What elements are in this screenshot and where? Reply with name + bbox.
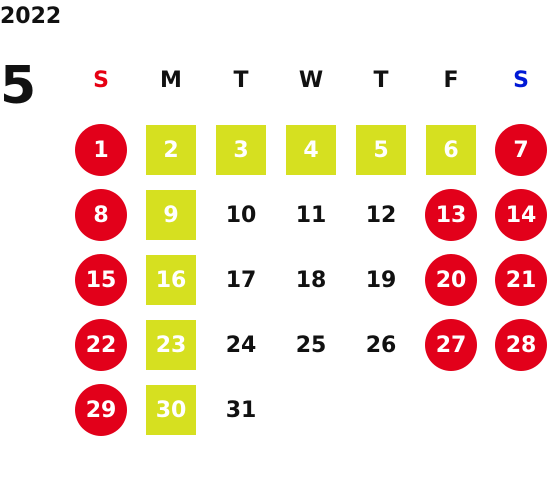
day-cell: 14 (495, 189, 547, 241)
day-cell: 28 (495, 319, 547, 371)
day-cell: 1 (75, 124, 127, 176)
day-cell: 29 (75, 384, 127, 436)
day-cell: 26 (365, 332, 397, 358)
day-cell: 12 (365, 202, 397, 228)
day-cell: 13 (425, 189, 477, 241)
day-cell: 9 (146, 190, 196, 240)
day-cell: 2 (146, 125, 196, 175)
weekday-header: T (233, 67, 249, 93)
day-cell: 18 (295, 267, 327, 293)
day-cell: 17 (225, 267, 257, 293)
weekday-header: S (93, 67, 109, 93)
day-cell: 4 (286, 125, 336, 175)
calendar-year: 2022 (0, 4, 62, 29)
day-cell: 3 (216, 125, 266, 175)
day-cell: 16 (146, 255, 196, 305)
day-cell: 19 (365, 267, 397, 293)
day-cell: 6 (426, 125, 476, 175)
day-cell: 25 (295, 332, 327, 358)
day-cell: 22 (75, 319, 127, 371)
day-cell: 23 (146, 320, 196, 370)
day-cell: 5 (356, 125, 406, 175)
day-cell: 15 (75, 254, 127, 306)
day-cell: 7 (495, 124, 547, 176)
day-cell: 24 (225, 332, 257, 358)
calendar-month: 5 (0, 56, 37, 116)
weekday-header: T (373, 67, 389, 93)
weekday-header: F (443, 67, 459, 93)
day-cell: 31 (225, 397, 257, 423)
weekday-header: M (160, 67, 182, 93)
day-cell: 27 (425, 319, 477, 371)
day-cell: 21 (495, 254, 547, 306)
weekday-header: W (298, 67, 324, 93)
day-cell: 30 (146, 385, 196, 435)
weekday-header: S (513, 67, 529, 93)
day-cell: 11 (295, 202, 327, 228)
day-cell: 8 (75, 189, 127, 241)
day-cell: 10 (225, 202, 257, 228)
day-cell: 20 (425, 254, 477, 306)
